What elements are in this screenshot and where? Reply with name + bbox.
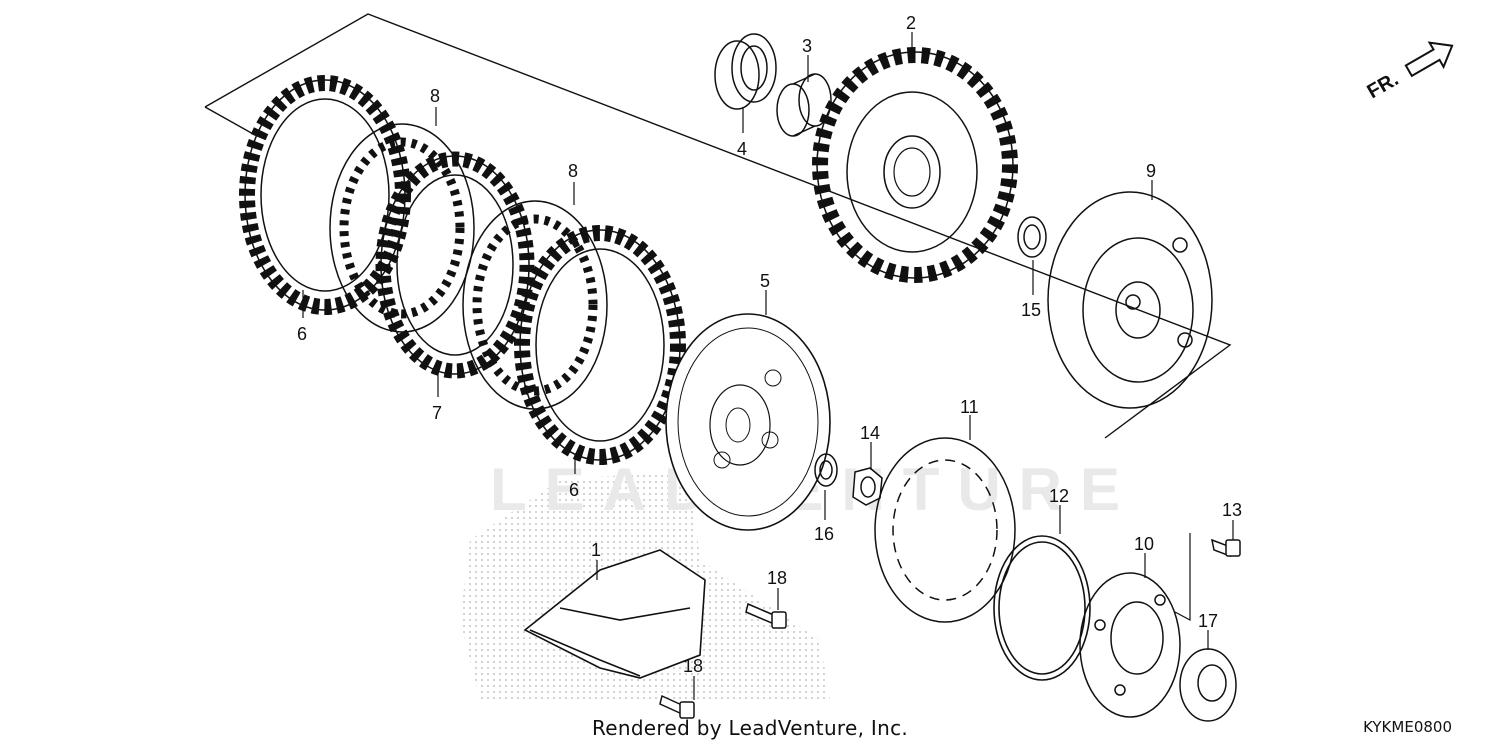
assembly-frame-left xyxy=(204,106,256,136)
callout-6a: 6 xyxy=(297,324,307,344)
bearing-17 xyxy=(1179,648,1237,722)
callout-9: 9 xyxy=(1146,161,1156,181)
cover-1 xyxy=(523,549,706,679)
front-direction-label: FR. xyxy=(1364,68,1403,103)
front-arrow-icon: FR. xyxy=(1364,41,1454,103)
lifter-10 xyxy=(1079,572,1181,718)
callout-2: 2 xyxy=(906,13,916,33)
callout-10: 10 xyxy=(1134,534,1154,554)
callout-13: 13 xyxy=(1222,500,1242,520)
lifter-plate-11 xyxy=(874,437,1016,623)
callout-1: 1 xyxy=(591,540,601,560)
assembly-frame xyxy=(204,13,1232,439)
pressure-plate-5 xyxy=(665,313,831,531)
callout-3: 3 xyxy=(802,36,812,56)
callout-17: 17 xyxy=(1198,611,1218,631)
callout-15: 15 xyxy=(1021,300,1041,320)
friction-disc-6b xyxy=(514,225,686,465)
bushing-3 xyxy=(776,73,832,137)
bolt-13 xyxy=(1210,538,1241,558)
callout-16: 16 xyxy=(814,524,834,544)
bolt-18a xyxy=(745,602,787,629)
washer-16 xyxy=(814,453,838,487)
collar-4 xyxy=(714,33,777,110)
friction-disc-6a xyxy=(239,75,411,315)
callout-18a: 18 xyxy=(767,568,787,588)
bolt-13-leader xyxy=(1174,533,1191,621)
bolt-18b xyxy=(659,694,695,719)
diagram-code: KYKME0800 xyxy=(1363,718,1452,736)
callout-14: 14 xyxy=(860,423,880,443)
callout-5: 5 xyxy=(760,271,770,291)
washer-15 xyxy=(1017,216,1047,258)
callout-12: 12 xyxy=(1049,486,1069,506)
callout-8a: 8 xyxy=(430,86,440,106)
lock-nut-14 xyxy=(852,467,883,506)
clutch-center-9 xyxy=(1047,191,1213,409)
callout-7: 7 xyxy=(432,403,442,423)
render-credit: Rendered by LeadVenture, Inc. xyxy=(591,716,909,740)
snap-ring-12 xyxy=(993,535,1091,681)
callout-4: 4 xyxy=(737,139,747,159)
leader-lines xyxy=(302,32,1234,700)
callout-8b: 8 xyxy=(568,161,578,181)
friction-disc-7 xyxy=(375,151,535,379)
clutch-outer-2 xyxy=(812,47,1018,283)
callout-18b: 18 xyxy=(683,656,703,676)
callout-11: 11 xyxy=(960,397,979,417)
callout-numbers: 1 2 3 4 5 6 6 7 8 8 9 10 11 12 13 14 15 … xyxy=(297,13,1242,676)
callout-6b: 6 xyxy=(569,480,579,500)
